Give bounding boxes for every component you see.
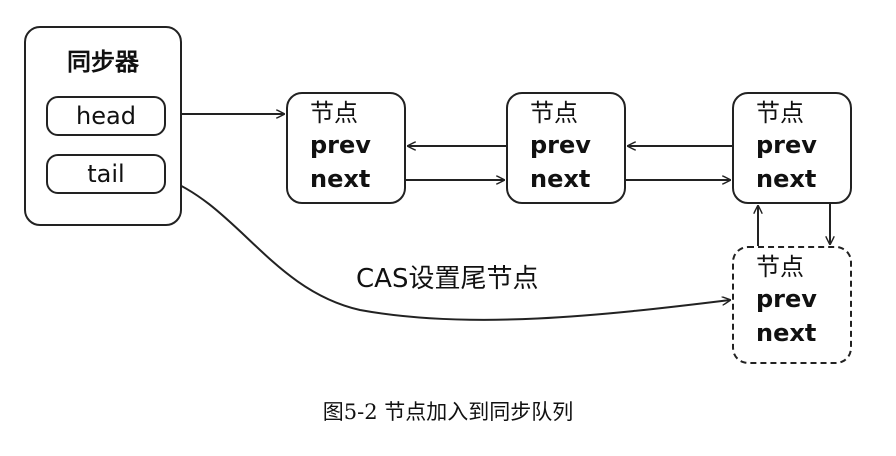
node-next-field: next bbox=[756, 165, 817, 193]
node-title: 节点 bbox=[530, 99, 578, 127]
head-pointer: head bbox=[46, 96, 166, 136]
node-next-field: next bbox=[310, 165, 371, 193]
figure-caption: 图5-2 节点加入到同步队列 bbox=[322, 400, 574, 424]
node-prev-field: prev bbox=[756, 131, 817, 159]
new-tail-node: 节点 prev next bbox=[732, 246, 852, 364]
tail-cas-curve-arrow bbox=[163, 177, 730, 321]
node-next-field: next bbox=[756, 319, 817, 347]
queue-node-2: 节点 prev next bbox=[506, 92, 626, 204]
node-prev-field: prev bbox=[756, 285, 817, 313]
node-next-field: next bbox=[530, 165, 591, 193]
node-prev-field: prev bbox=[530, 131, 591, 159]
node-prev-field: prev bbox=[310, 131, 371, 159]
cas-edge-label: CAS设置尾节点 bbox=[356, 264, 539, 294]
queue-node-3: 节点 prev next bbox=[732, 92, 852, 204]
node-title: 节点 bbox=[756, 253, 804, 281]
tail-pointer: tail bbox=[46, 154, 166, 194]
queue-node-1: 节点 prev next bbox=[286, 92, 406, 204]
synchronizer-title: 同步器 bbox=[67, 48, 139, 76]
synchronizer-box: 同步器 head tail bbox=[24, 26, 182, 226]
node-title: 节点 bbox=[756, 99, 804, 127]
node-title: 节点 bbox=[310, 99, 358, 127]
